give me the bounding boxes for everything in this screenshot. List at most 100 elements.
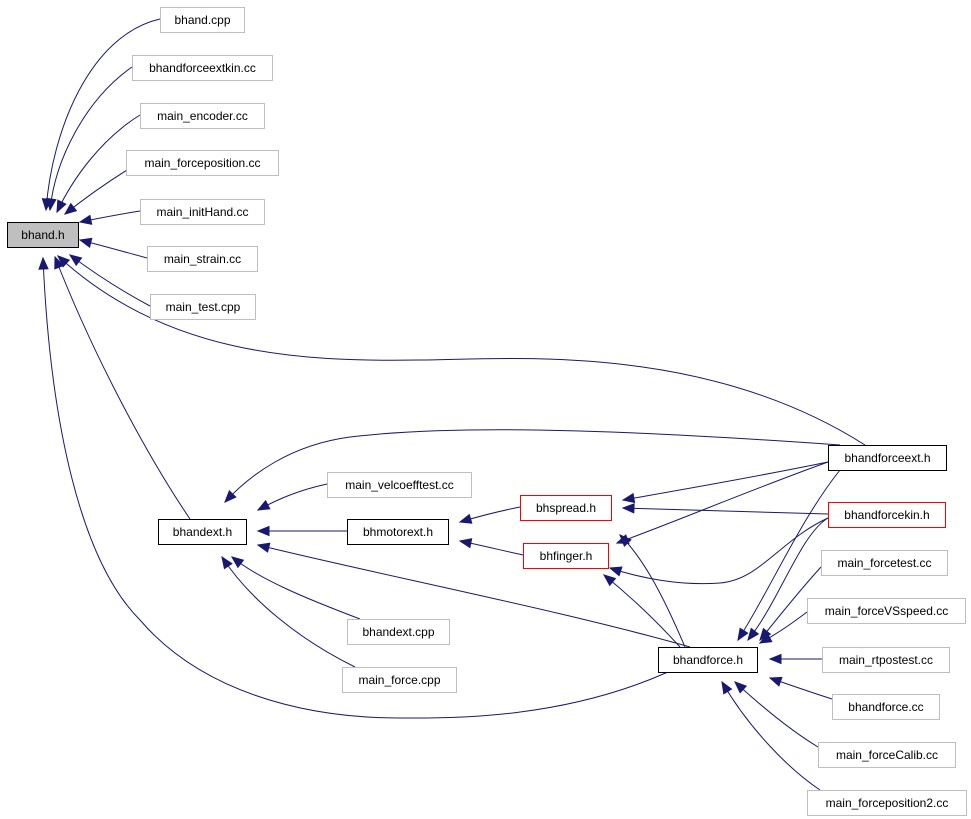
edge-bhandforceext_h-to-bhandforce_h bbox=[737, 469, 841, 642]
edge-line bbox=[69, 254, 151, 307]
edge-line bbox=[603, 574, 681, 648]
edge-line bbox=[737, 469, 841, 641]
edges-layer bbox=[38, 18, 866, 791]
node-bhandforce-cc[interactable]: bhandforce.cc bbox=[832, 694, 940, 720]
node-bhandext-h[interactable]: bhandext.h bbox=[158, 519, 247, 545]
edge-main_forcecalib_cc-to-bhandforce_h bbox=[734, 681, 819, 748]
node-box bbox=[658, 647, 758, 673]
node-box bbox=[807, 790, 967, 816]
node-box bbox=[342, 667, 457, 693]
edge-main_rtpostest_cc-to-bhandforce_h bbox=[768, 653, 822, 665]
node-main-forcetest-cc[interactable]: main_forcetest.cc bbox=[821, 550, 948, 576]
edge-main_inithand_cc-to-bhand_h bbox=[78, 210, 141, 225]
node-bhand-h: bhand.h bbox=[7, 222, 79, 248]
node-bhfinger-h[interactable]: bhfinger.h bbox=[523, 543, 609, 569]
edge-main_forceposition2_cc-to-bhandforce_h bbox=[721, 680, 821, 791]
node-main-velcoefftest-cc[interactable]: main_velcoefftest.cc bbox=[327, 472, 472, 498]
edge-bhspread_h-to-bhmotorext_h bbox=[458, 506, 521, 524]
node-label: bhspread.h bbox=[536, 501, 596, 515]
node-label: main_velcoefftest.cc bbox=[345, 478, 454, 492]
edge-main_strain_cc-to-bhand_h bbox=[78, 237, 148, 259]
edge-line bbox=[616, 461, 829, 544]
edge-arrowhead bbox=[768, 676, 783, 687]
node-main-forcevsspeed-cc[interactable]: main_forceVSspeed.cc bbox=[807, 598, 966, 624]
node-label: main_rtpostest.cc bbox=[839, 653, 933, 667]
edge-line bbox=[721, 681, 821, 791]
node-main-encoder-cc[interactable]: main_encoder.cc bbox=[140, 103, 265, 129]
edge-bhandforceext_h-to-bhandext_h bbox=[224, 429, 841, 503]
node-label: bhandext.h bbox=[173, 525, 232, 539]
edge-line bbox=[257, 544, 691, 648]
node-bhandext-cpp[interactable]: bhandext.cpp bbox=[347, 619, 450, 645]
node-box bbox=[7, 222, 79, 248]
edge-arrowhead bbox=[256, 525, 270, 537]
edge-line bbox=[747, 517, 829, 641]
edge-line bbox=[49, 66, 133, 211]
edge-arrowhead bbox=[458, 513, 473, 524]
node-main-forceposition-cc[interactable]: main_forceposition.cc bbox=[126, 150, 279, 176]
edge-main_velcoefftest_cc-to-bhandext_h bbox=[256, 483, 328, 511]
node-main-forcecalib-cc[interactable]: main_forceCalib.cc bbox=[818, 742, 956, 768]
node-label: main_encoder.cc bbox=[157, 109, 248, 123]
edge-arrowhead bbox=[721, 680, 733, 695]
node-box bbox=[828, 445, 947, 471]
edge-line bbox=[231, 556, 361, 620]
node-main-force-cpp[interactable]: main_force.cpp bbox=[342, 667, 457, 693]
edge-arrowhead bbox=[256, 499, 271, 511]
edge-arrowhead bbox=[737, 627, 749, 642]
edge-bhandforcekin_h-to-bhfinger_h bbox=[608, 517, 829, 585]
node-box bbox=[150, 294, 256, 320]
node-box bbox=[147, 246, 258, 272]
edge-arrowhead bbox=[63, 202, 78, 215]
edge-line bbox=[54, 256, 191, 520]
edge-arrowhead bbox=[78, 237, 93, 248]
node-label: main_test.cpp bbox=[166, 300, 241, 314]
node-box bbox=[832, 694, 940, 720]
node-main-strain-cc[interactable]: main_strain.cc bbox=[147, 246, 258, 272]
edge-main_forcevsspeed_cc-to-bhandforce_h bbox=[758, 611, 808, 644]
node-main-test-cpp[interactable]: main_test.cpp bbox=[150, 294, 256, 320]
edge-arrowhead bbox=[608, 566, 623, 577]
edge-arrowhead bbox=[256, 542, 271, 553]
node-bhmotorext-h[interactable]: bhmotorext.h bbox=[347, 519, 449, 545]
node-bhandforceext-h[interactable]: bhandforceext.h bbox=[828, 445, 947, 471]
node-label: main_forceVSspeed.cc bbox=[825, 604, 948, 618]
node-label: main_force.cpp bbox=[358, 673, 440, 687]
node-main-inithand-cc[interactable]: main_initHand.cc bbox=[140, 199, 265, 225]
edge-bhandforce_h-to-bhand_h bbox=[38, 256, 669, 719]
node-box bbox=[818, 742, 956, 768]
node-label: bhandforce.cc bbox=[848, 700, 923, 714]
node-bhandforcekin-h[interactable]: bhandforcekin.h bbox=[828, 502, 946, 528]
edge-bhandext_cpp-to-bhandext_h bbox=[230, 556, 361, 620]
node-bhspread-h[interactable]: bhspread.h bbox=[520, 495, 612, 521]
node-box bbox=[822, 647, 950, 673]
edge-arrowhead bbox=[615, 534, 630, 544]
edge-main_test_cpp-to-bhand_h bbox=[68, 254, 151, 307]
edge-arrowhead bbox=[458, 538, 473, 549]
node-main-rtpostest-cc[interactable]: main_rtpostest.cc bbox=[822, 647, 950, 673]
edge-main_force_cpp-to-bhandext_h bbox=[221, 555, 356, 668]
node-box bbox=[347, 619, 450, 645]
node-box bbox=[126, 150, 279, 176]
node-box bbox=[327, 472, 472, 498]
edge-arrowhead bbox=[758, 632, 773, 644]
edge-arrowhead bbox=[54, 255, 65, 270]
edge-arrowhead bbox=[224, 490, 237, 503]
node-bhandforce-h[interactable]: bhandforce.h bbox=[658, 647, 758, 673]
node-box bbox=[140, 199, 265, 225]
edge-arrowhead bbox=[621, 503, 635, 514]
node-bhandforceextkin-cc[interactable]: bhandforceextkin.cc bbox=[132, 55, 273, 81]
edge-arrowhead bbox=[78, 214, 93, 225]
edge-arrowhead bbox=[230, 556, 245, 569]
node-main-forceposition2-cc[interactable]: main_forceposition2.cc bbox=[807, 790, 967, 816]
edge-arrowhead bbox=[621, 492, 636, 504]
edge-bhandforce_cc-to-bhandforce_h bbox=[768, 676, 833, 700]
node-label: bhmotorext.h bbox=[363, 525, 433, 539]
node-bhand-cpp[interactable]: bhand.cpp bbox=[160, 7, 245, 33]
node-label: main_strain.cc bbox=[164, 252, 241, 266]
node-box bbox=[821, 550, 948, 576]
edge-line bbox=[42, 257, 669, 719]
node-box bbox=[523, 543, 609, 569]
edge-arrowhead bbox=[602, 574, 617, 587]
edge-bhandforce_h-to-bhandext_h bbox=[256, 542, 691, 648]
